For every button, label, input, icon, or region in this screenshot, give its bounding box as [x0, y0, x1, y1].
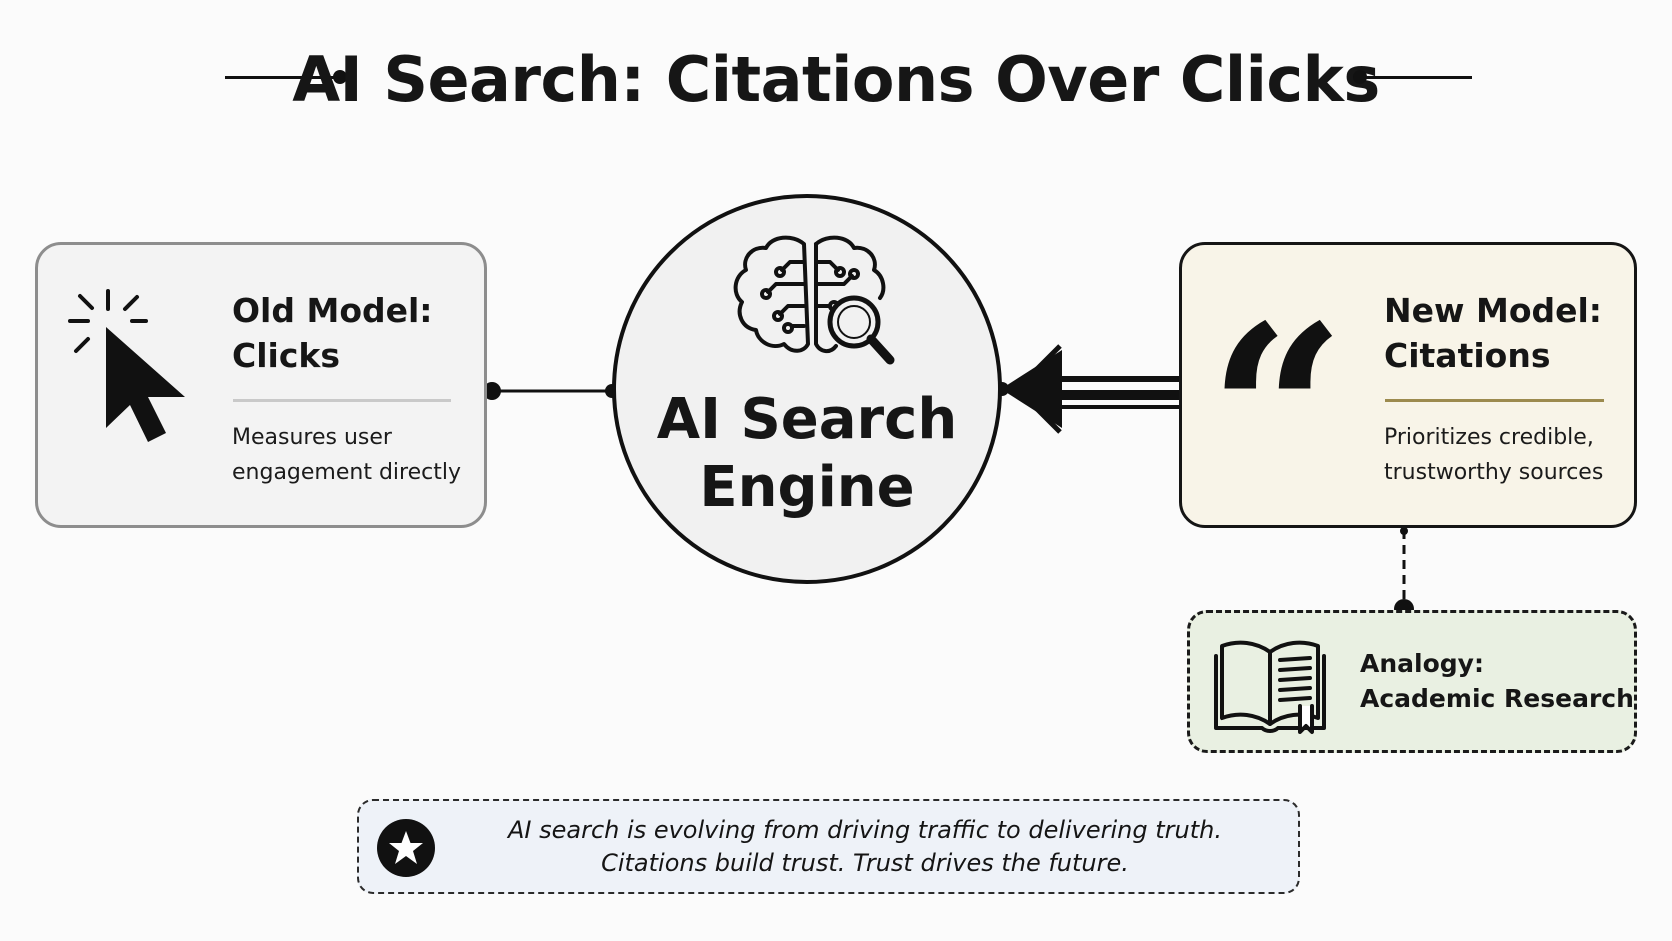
ai-search-engine-circle [612, 194, 1002, 584]
summary-note [357, 799, 1300, 894]
analogy-line2: Academic Research [1360, 684, 1634, 713]
old-model-title-line1: Old Model: [232, 291, 433, 330]
title-rule-left [225, 76, 340, 79]
new-model-title-line1: New Model: [1384, 291, 1602, 330]
old-model-divider [233, 399, 451, 402]
new-model-desc-line1: Prioritizes credible, [1384, 425, 1594, 450]
open-book-icon [1214, 640, 1326, 734]
summary-note-text: AI search is evolving from driving traff… [430, 814, 1300, 880]
old-model-desc-line1: Measures user [232, 425, 392, 450]
new-model-desc-line2: trustworthy sources [1384, 460, 1604, 485]
old-model-desc-line2: engagement directly [232, 460, 461, 485]
cursor-click-icon [68, 289, 185, 442]
quote-marks-icon: “ [1208, 273, 1347, 555]
citations-arrow [995, 344, 1179, 434]
title-rule-right [1360, 76, 1472, 79]
title-dot-left [333, 70, 347, 84]
engine-title-line2: Engine [699, 455, 915, 520]
summary-note-line2: Citations build trust. Trust drives the … [601, 849, 1129, 877]
old-model-title-line2: Clicks [232, 336, 340, 375]
analogy-box [1187, 610, 1637, 753]
analogy-text: Analogy: Academic Research [1360, 646, 1634, 716]
analogy-line1: Analogy: [1360, 649, 1484, 678]
brain-search-icon [733, 235, 895, 365]
new-model-card [1179, 242, 1637, 528]
summary-note-line1: AI search is evolving from driving traff… [508, 816, 1222, 844]
engine-title-line1: AI Search [656, 387, 958, 452]
star-icon [377, 819, 435, 877]
new-model-title-line2: Citations [1384, 336, 1551, 375]
engine-title: AI Search Engine [612, 386, 1002, 522]
old-connector-dot [483, 382, 501, 400]
page-title: AI Search: Citations Over Clicks [292, 43, 1380, 116]
new-model-divider [1385, 399, 1604, 402]
